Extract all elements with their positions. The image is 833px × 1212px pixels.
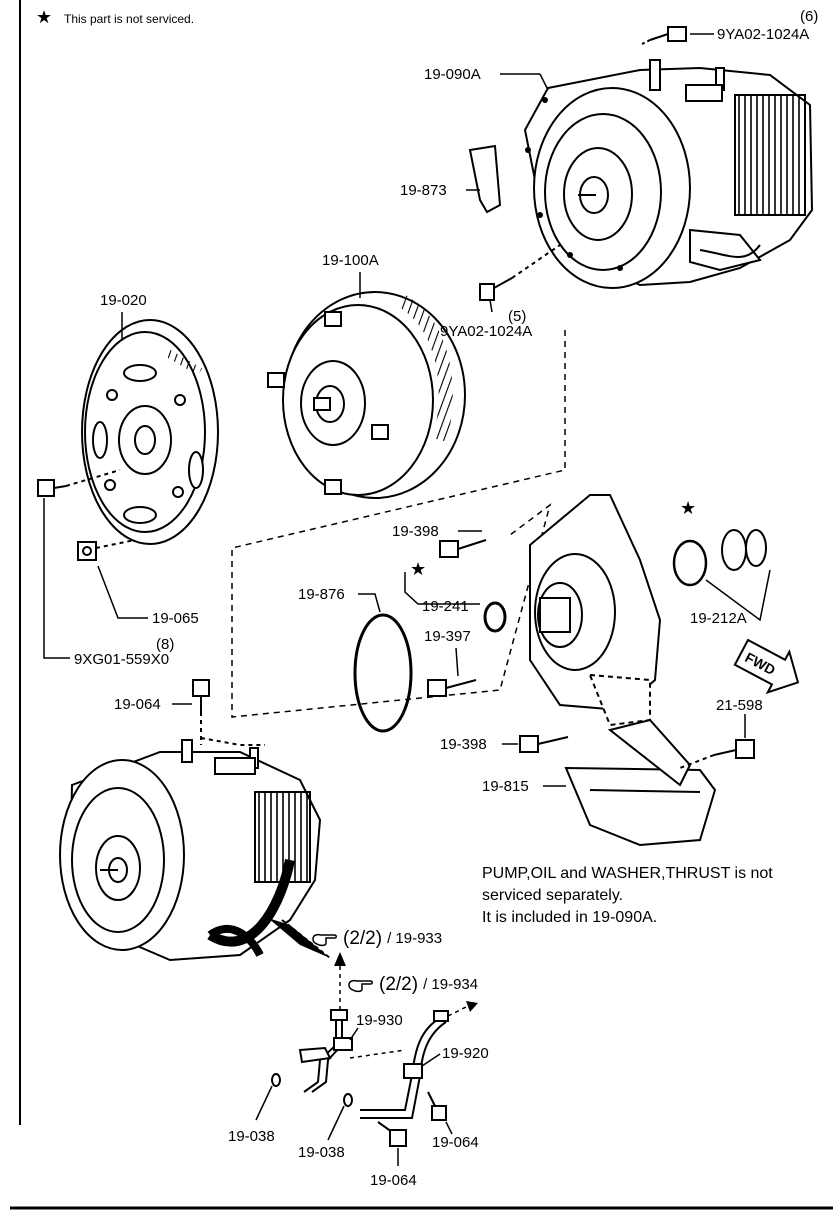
ring-19-212a-3 bbox=[745, 529, 767, 567]
cooler-pipe-19-930 bbox=[298, 1009, 353, 1093]
flexplate-19-020 bbox=[81, 319, 219, 545]
ref-link-part: / 19-934 bbox=[423, 976, 479, 993]
part-label-19-064-right: 19-064 bbox=[432, 1134, 479, 1151]
qty-label-5: (5) bbox=[508, 308, 527, 325]
legend-star: ★ bbox=[36, 7, 53, 27]
o-ring-19-876 bbox=[353, 613, 413, 733]
oil-pump-housing bbox=[529, 494, 662, 727]
ref-link-part: / 19-933 bbox=[387, 930, 443, 947]
seal-19-241 bbox=[483, 601, 507, 633]
ref-link-page: (2/2) bbox=[379, 974, 419, 995]
part-label-9xg01-559x0: 9XG01-559X0 bbox=[74, 651, 170, 668]
part-label-9ya02-1024a-5: 9YA02-1024A bbox=[440, 323, 533, 340]
bolt-19-397 bbox=[427, 679, 477, 697]
pointing-hand-icon bbox=[312, 933, 337, 946]
note-line-3: It is included in 19-090A. bbox=[482, 909, 658, 926]
filter-19-815 bbox=[564, 718, 717, 847]
part-label-19-064-upper: 19-064 bbox=[114, 696, 161, 713]
part-label-19-920: 19-920 bbox=[442, 1045, 489, 1062]
part-label-19-064-bottom: 19-064 bbox=[370, 1172, 417, 1189]
part-label-21-598: 21-598 bbox=[716, 697, 763, 714]
fwd-arrow: FWD bbox=[733, 638, 800, 695]
bolt-21-598 bbox=[679, 739, 755, 769]
part-label-19-876: 19-876 bbox=[298, 586, 345, 603]
part-label-19-038-center: 19-038 bbox=[298, 1144, 345, 1161]
cooler-pipe-19-920 bbox=[360, 1010, 449, 1119]
part-label-19-930: 19-930 bbox=[356, 1012, 403, 1029]
not-serviced-star-2: ★ bbox=[680, 498, 696, 518]
bolt-19-398-lower bbox=[519, 735, 569, 753]
ring-19-212a-1 bbox=[672, 539, 708, 587]
part-label-19-241: 19-241 bbox=[422, 598, 469, 615]
ref-link-page: (2/2) bbox=[343, 928, 383, 949]
bolt-9xg01-559x0 bbox=[37, 469, 121, 497]
o-ring-19-038-b bbox=[343, 1093, 353, 1107]
part-label-19-397: 19-397 bbox=[424, 628, 471, 645]
bracket-19-873 bbox=[468, 144, 502, 214]
part-label-19-100a: 19-100A bbox=[322, 252, 379, 269]
part-label-19-065: 19-065 bbox=[152, 610, 199, 627]
ref-link-19-933[interactable]: (2/2) / 19-933 bbox=[312, 928, 442, 949]
note-line-2: serviced separately. bbox=[482, 887, 624, 904]
nut-19-065 bbox=[77, 539, 136, 561]
bolt-19-064-upper bbox=[192, 679, 265, 746]
torque-converter-19-100a bbox=[267, 291, 466, 499]
part-label-19-212a: 19-212A bbox=[690, 610, 747, 627]
pointing-hand-icon bbox=[348, 979, 373, 992]
part-label-19-815: 19-815 bbox=[482, 778, 529, 795]
bolt-9ya02-1024a-5 bbox=[479, 244, 561, 301]
part-label-9ya02-1024a-6: 9YA02-1024A bbox=[717, 26, 810, 43]
bolt-19-398-upper bbox=[439, 539, 487, 558]
not-serviced-star: ★ bbox=[410, 559, 426, 579]
note-line-1: PUMP,OIL and WASHER,THRUST is not bbox=[482, 865, 773, 882]
o-ring-19-038-a bbox=[271, 1073, 281, 1087]
qty-label-6: (6) bbox=[800, 8, 819, 25]
part-label-19-020: 19-020 bbox=[100, 292, 147, 309]
part-label-19-038-left: 19-038 bbox=[228, 1128, 275, 1145]
part-label-19-398-upper: 19-398 bbox=[392, 523, 439, 540]
bolt-9ya02-1024a-6 bbox=[641, 26, 687, 45]
legend-text: This part is not serviced. bbox=[64, 12, 195, 26]
assembly-dashed-frame bbox=[231, 330, 566, 718]
qty-label-8: (8) bbox=[156, 636, 175, 653]
ring-19-212a-2 bbox=[721, 529, 747, 571]
ref-link-19-934[interactable]: (2/2) / 19-934 bbox=[348, 974, 478, 995]
part-label-19-398-lower: 19-398 bbox=[440, 736, 487, 753]
transaxle-bottom bbox=[59, 739, 322, 962]
bolt-19-064-right bbox=[427, 1091, 447, 1121]
transaxle-top bbox=[523, 59, 814, 289]
part-label-19-873: 19-873 bbox=[400, 182, 447, 199]
bolt-19-064-bottom bbox=[377, 1121, 407, 1147]
part-label-19-090a: 19-090A bbox=[424, 66, 481, 83]
